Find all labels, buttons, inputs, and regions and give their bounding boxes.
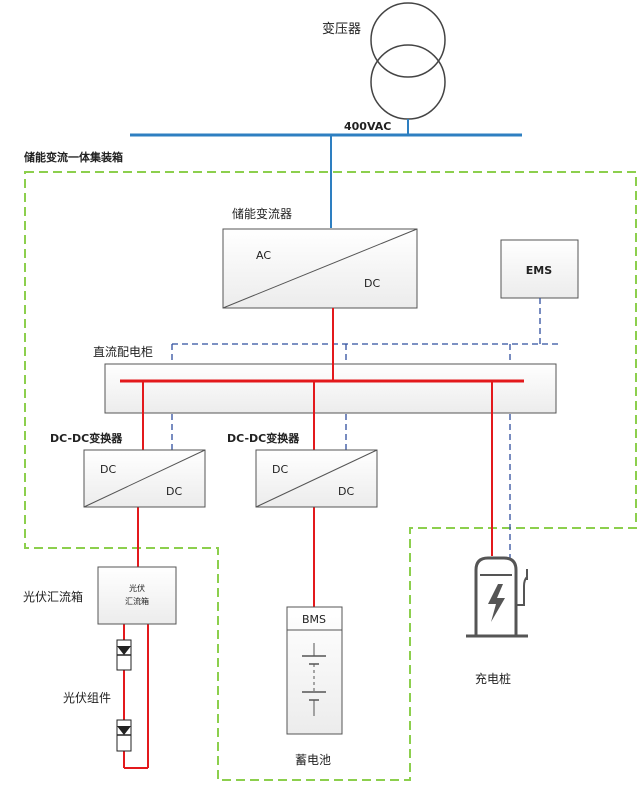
- charger-icon: [466, 556, 528, 638]
- battery-cell-icon: [302, 643, 326, 716]
- control-lines: [171, 298, 560, 560]
- container-label: 储能变流一体集装箱: [24, 150, 123, 164]
- bms-label: BMS: [302, 613, 326, 626]
- transformer-label: 变压器: [322, 21, 361, 37]
- bus-voltage-label: 400VAC: [344, 120, 391, 133]
- transformer-icon: [370, 2, 446, 120]
- container-boundary: [24, 171, 637, 781]
- pcs-ac-label: AC: [256, 249, 271, 262]
- pv-combiner-label: 光伏汇流箱: [23, 589, 83, 604]
- pv-module-label: 光伏组件: [63, 691, 111, 705]
- dc-cabinet-label: 直流配电柜: [93, 345, 153, 359]
- pcs-dc-label: DC: [364, 277, 380, 290]
- dcdc1-title: DC-DC变换器: [50, 431, 123, 445]
- pv-module-icon: [116, 719, 132, 752]
- pv-combiner-box: [97, 566, 177, 625]
- power-lines: [120, 308, 524, 769]
- pv-combiner-inner-line2: 汇流箱: [125, 596, 149, 606]
- dcdc1-in-label: DC: [100, 463, 116, 476]
- pv-module-icon: [116, 639, 132, 671]
- ems-box: [500, 239, 579, 299]
- dcdc1-out-label: DC: [166, 485, 182, 498]
- dc-cabinet-box: [104, 363, 557, 414]
- pcs-label: 储能变流器: [232, 206, 292, 221]
- ems-label: EMS: [526, 264, 552, 277]
- dcdc2-title: DC-DC变换器: [227, 431, 300, 445]
- pv-combiner-inner-line1: 光伏: [129, 583, 145, 593]
- dcdc2-out-label: DC: [338, 485, 354, 498]
- charger-label: 充电桩: [475, 671, 511, 686]
- battery-label: 蓄电池: [295, 753, 331, 767]
- dcdc2-in-label: DC: [272, 463, 288, 476]
